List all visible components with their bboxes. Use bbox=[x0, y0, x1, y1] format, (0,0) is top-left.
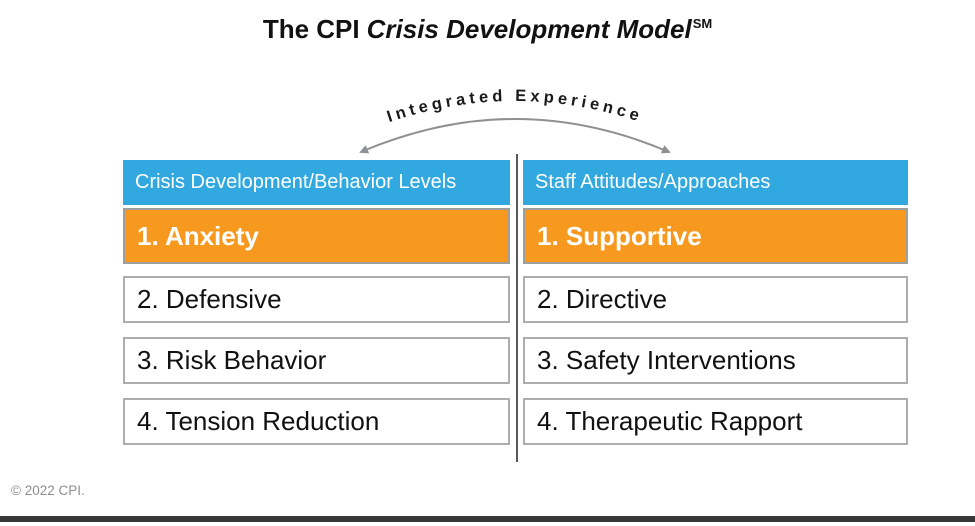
header-behavior-levels: Crisis Development/Behavior Levels bbox=[123, 160, 510, 205]
row-defensive: 2. Defensive bbox=[123, 276, 510, 323]
bottom-bar bbox=[0, 516, 975, 522]
row-risk-behavior: 3. Risk Behavior bbox=[123, 337, 510, 384]
column-staff-approaches: Staff Attitudes/Approaches 1. Supportive… bbox=[523, 160, 908, 459]
title-prefix: The CPI bbox=[262, 14, 360, 44]
arc-label: Integrated Experience bbox=[385, 87, 642, 126]
arc-svg: Integrated Experience bbox=[359, 87, 671, 154]
integrated-experience-arc: Integrated Experience bbox=[335, 72, 705, 164]
row-tension-reduction: 4. Tension Reduction bbox=[123, 398, 510, 445]
svg-text:Integrated Experience: Integrated Experience bbox=[385, 87, 646, 126]
copyright-text: © 2022 CPI. bbox=[11, 483, 85, 498]
row-safety-interventions: 3. Safety Interventions bbox=[523, 337, 908, 384]
title-servicemark: SM bbox=[692, 16, 713, 32]
row-anxiety: 1. Anxiety bbox=[123, 208, 510, 264]
row-directive: 2. Directive bbox=[523, 276, 908, 323]
row-therapeutic-rapport: 4. Therapeutic Rapport bbox=[523, 398, 908, 445]
double-arrow-curve bbox=[359, 118, 671, 154]
header-staff-approaches: Staff Attitudes/Approaches bbox=[523, 160, 908, 205]
row-supportive: 1. Supportive bbox=[523, 208, 908, 264]
title-italic: Crisis Development Model bbox=[366, 14, 692, 44]
column-behavior-levels: Crisis Development/Behavior Levels 1. An… bbox=[123, 160, 510, 459]
column-divider bbox=[516, 154, 518, 462]
